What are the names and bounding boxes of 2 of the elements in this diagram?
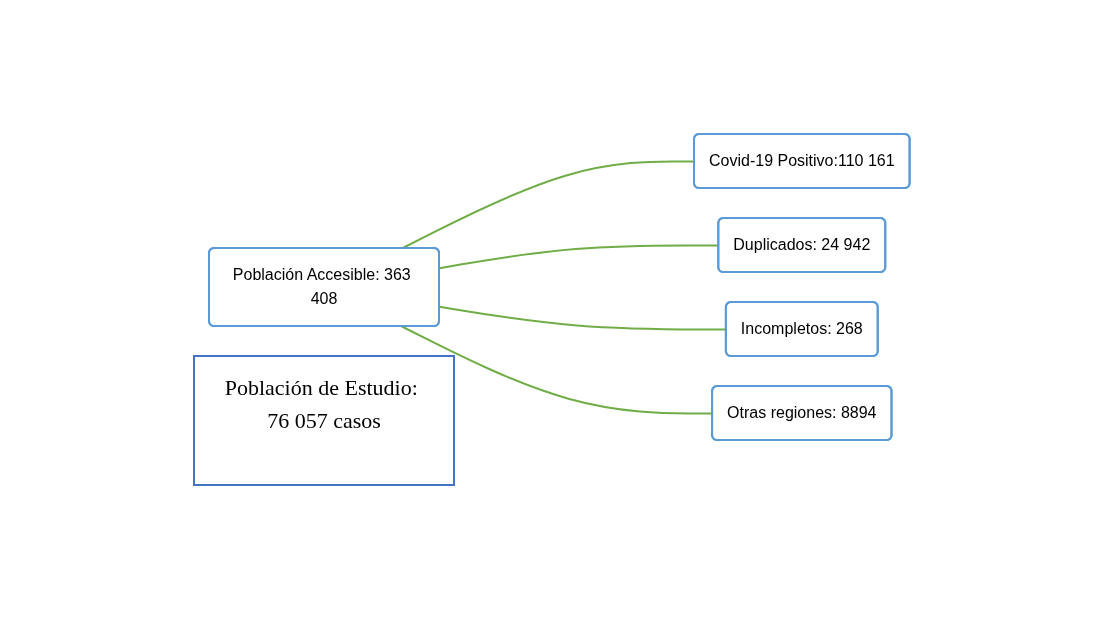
node-box: Población de Estudio: 76 057 casos [192,355,455,486]
node-text: Población Accesible: 363 408 [232,266,411,307]
